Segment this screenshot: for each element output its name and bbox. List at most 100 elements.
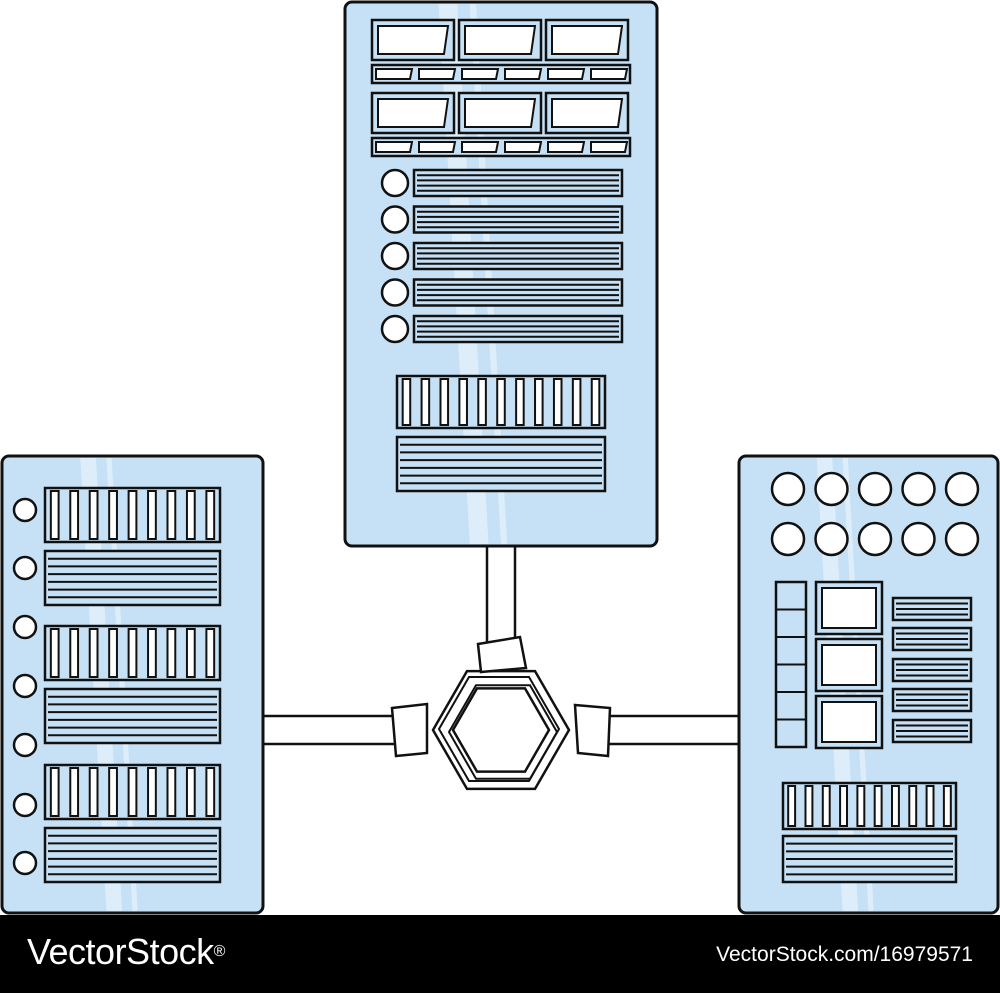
drive-window bbox=[551, 25, 624, 55]
slot bbox=[127, 490, 138, 540]
drive-window bbox=[377, 25, 450, 55]
slot bbox=[166, 628, 177, 678]
led-icon bbox=[901, 521, 936, 557]
slot bbox=[515, 378, 525, 426]
led-icon bbox=[12, 850, 38, 876]
vent-bar bbox=[412, 168, 624, 198]
led-icon bbox=[814, 471, 849, 507]
slot bbox=[127, 767, 138, 817]
connector bbox=[461, 141, 500, 153]
vent-bar bbox=[395, 435, 607, 493]
slot bbox=[942, 785, 952, 827]
slot bbox=[496, 378, 506, 426]
watermark-brand: VectorStock® bbox=[27, 931, 225, 972]
right-server-tower bbox=[737, 454, 1000, 915]
slot bbox=[49, 767, 60, 817]
slot bbox=[108, 767, 118, 817]
slot bbox=[69, 490, 80, 540]
connector bbox=[418, 141, 457, 153]
vent-bar bbox=[412, 205, 624, 234]
vent-bar bbox=[412, 278, 624, 307]
hub-right-connector bbox=[573, 703, 612, 758]
led-icon bbox=[380, 205, 410, 234]
screen bbox=[821, 644, 877, 686]
slot bbox=[185, 490, 196, 540]
led-icon bbox=[380, 168, 410, 198]
connector bbox=[375, 141, 414, 153]
slot bbox=[147, 490, 157, 540]
slot bbox=[477, 378, 487, 426]
slot bbox=[205, 628, 216, 678]
connector bbox=[547, 68, 586, 80]
drive-window bbox=[464, 98, 537, 128]
watermark-image-id: VectorStock.com/16979571 bbox=[716, 943, 973, 966]
drive-window bbox=[377, 98, 450, 128]
led-icon bbox=[12, 732, 38, 758]
drive-window bbox=[551, 98, 624, 128]
slot bbox=[590, 378, 601, 426]
slot bbox=[571, 378, 582, 426]
slot bbox=[147, 767, 157, 817]
led-icon bbox=[944, 471, 980, 507]
slot bbox=[552, 378, 563, 426]
led-icon bbox=[380, 241, 410, 271]
slot bbox=[166, 767, 177, 817]
slot bbox=[821, 785, 831, 827]
slot bbox=[69, 628, 80, 678]
screen bbox=[821, 701, 877, 743]
connector bbox=[375, 68, 414, 80]
connector bbox=[504, 141, 543, 153]
network-illustration bbox=[0, 0, 1000, 915]
led-icon bbox=[770, 521, 806, 557]
slot bbox=[49, 628, 60, 678]
connector bbox=[590, 68, 629, 80]
connector bbox=[590, 141, 629, 153]
slot bbox=[908, 785, 918, 827]
slot bbox=[166, 490, 177, 540]
slot bbox=[108, 490, 118, 540]
left-server-tower bbox=[0, 454, 265, 915]
connector bbox=[418, 68, 457, 80]
connector bbox=[461, 68, 500, 80]
hub-left-connector bbox=[390, 702, 429, 758]
slot bbox=[458, 378, 468, 426]
led-icon bbox=[857, 521, 893, 557]
connector bbox=[547, 141, 586, 153]
led-icon bbox=[814, 521, 849, 557]
slot bbox=[925, 785, 935, 827]
connection-pipes bbox=[260, 543, 742, 746]
slot bbox=[88, 628, 99, 678]
vent-bar bbox=[412, 314, 624, 344]
slot bbox=[88, 767, 99, 817]
led-icon bbox=[12, 673, 38, 699]
vent-bar bbox=[412, 241, 624, 271]
vertical-pipe bbox=[485, 543, 517, 647]
slot bbox=[439, 378, 450, 426]
slot bbox=[401, 378, 412, 426]
slot bbox=[185, 628, 196, 678]
slot bbox=[839, 785, 849, 827]
slot bbox=[205, 767, 216, 817]
screen bbox=[821, 587, 877, 629]
led-icon bbox=[901, 471, 936, 507]
slot bbox=[205, 490, 216, 540]
slot bbox=[88, 490, 99, 540]
slot bbox=[127, 628, 138, 678]
slot bbox=[185, 767, 196, 817]
vent-bar bbox=[43, 687, 222, 745]
watermark-bar: VectorStock® VectorStock.com/16979571 bbox=[0, 915, 1000, 993]
slot bbox=[420, 378, 431, 426]
slot bbox=[787, 785, 797, 827]
slot bbox=[69, 767, 80, 817]
slot bbox=[804, 785, 814, 827]
slot bbox=[873, 785, 883, 827]
slot bbox=[108, 628, 118, 678]
slot bbox=[147, 628, 157, 678]
led-icon bbox=[380, 314, 410, 344]
led-icon bbox=[944, 521, 980, 557]
led-icon bbox=[12, 792, 38, 818]
led-icon bbox=[770, 471, 806, 507]
right-pipe bbox=[598, 714, 742, 746]
slot bbox=[890, 785, 900, 827]
led-icon bbox=[380, 278, 410, 307]
